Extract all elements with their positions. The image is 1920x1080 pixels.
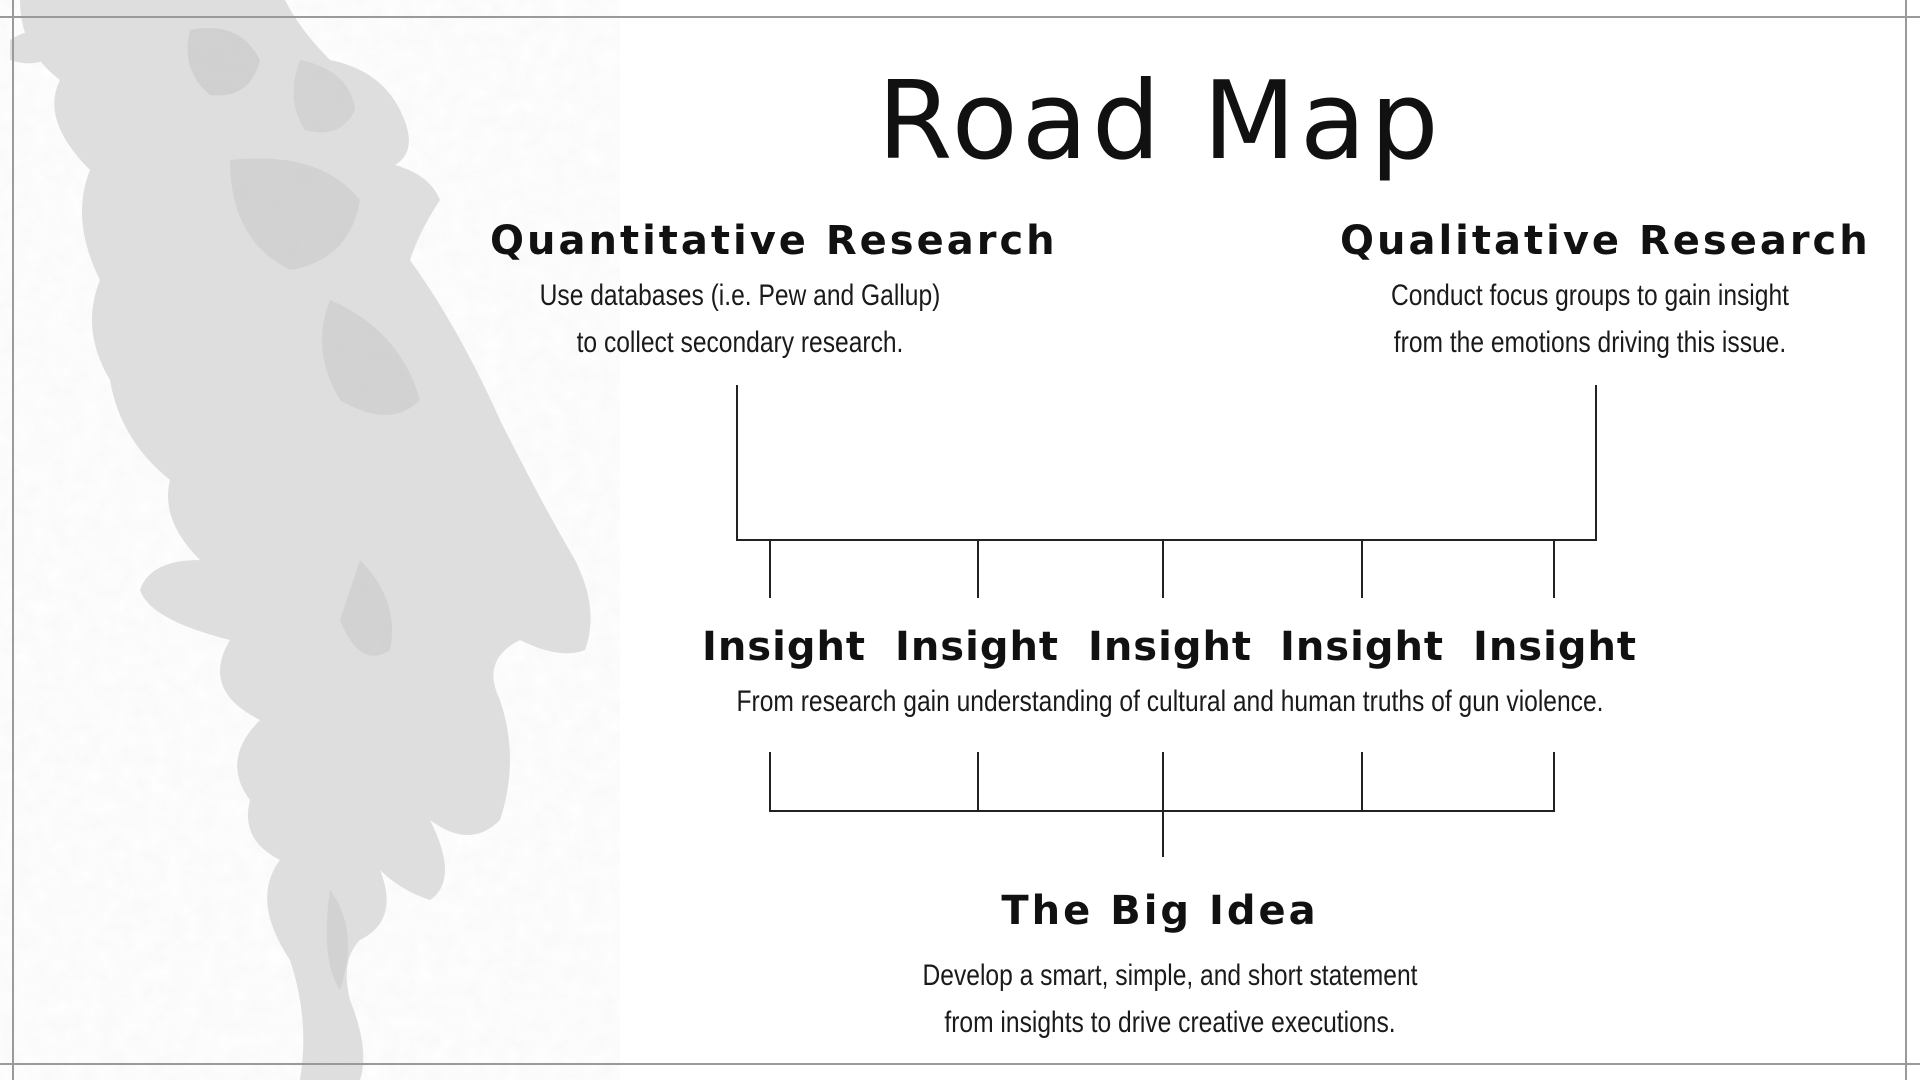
big-idea-heading: The Big Idea	[1001, 888, 1319, 934]
qualitative-research-description: Conduct focus groups to gain insight fro…	[1360, 272, 1819, 366]
quantitative-research-heading: Quantitative Research	[490, 218, 1058, 264]
big-idea-description: Develop a smart, simple, and short state…	[883, 952, 1457, 1046]
insight-label-4: Insight	[1279, 624, 1445, 670]
quantitative-description-line-2: to collect secondary research.	[576, 326, 904, 359]
insight-label-3: Insight	[1087, 624, 1253, 670]
qualitative-description-line-1: Conduct focus groups to gain insight	[1391, 279, 1789, 312]
big-idea-description-line-1: Develop a smart, simple, and short state…	[922, 959, 1418, 992]
insights-description: From research gain understanding of cult…	[736, 685, 1604, 718]
quantitative-description-line-1: Use databases (i.e. Pew and Gallup)	[539, 279, 941, 312]
qualitative-description-line-2: from the emotions driving this issue.	[1393, 326, 1787, 359]
qualitative-research-heading: Qualitative Research	[1340, 218, 1871, 264]
big-idea-description-line-2: from insights to drive creative executio…	[944, 1006, 1396, 1039]
insight-label-5: Insight	[1472, 624, 1638, 670]
page-title: Road Map	[877, 59, 1443, 184]
quantitative-research-description: Use databases (i.e. Pew and Gallup) to c…	[527, 272, 953, 366]
insight-label-1: Insight	[701, 624, 867, 670]
insight-label-2: Insight	[894, 624, 1060, 670]
